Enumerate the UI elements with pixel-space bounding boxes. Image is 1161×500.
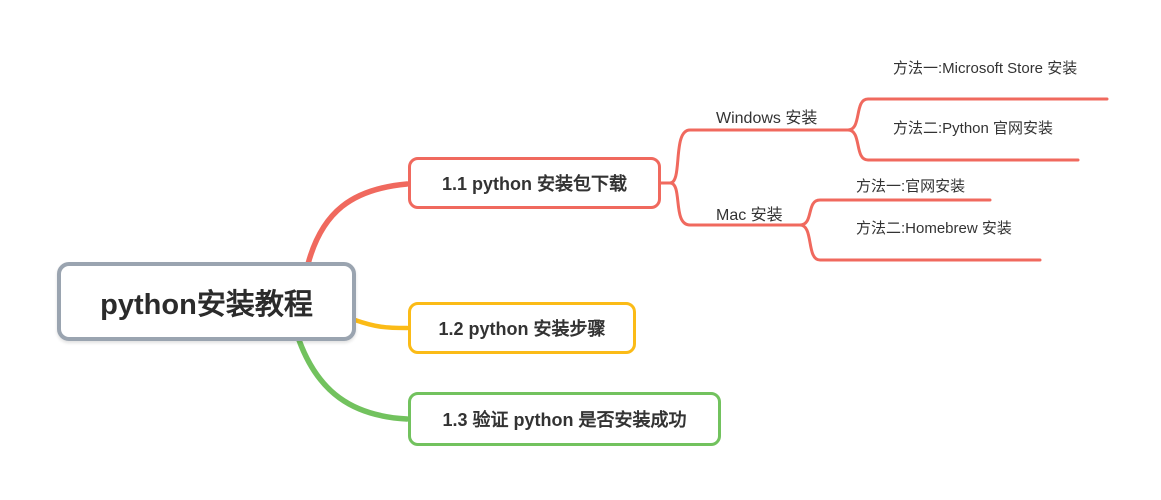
connector-mac-to-method1 <box>798 198 992 227</box>
branch-node-download[interactable]: 1.1 python 安装包下载 <box>408 157 661 209</box>
branch-node-steps-label: 1.2 python 安装步骤 <box>438 319 606 339</box>
connector-root-to-branch2 <box>352 317 410 331</box>
connector-windows-to-method1 <box>846 97 1109 132</box>
leaf-mac-method2[interactable]: 方法二:Homebrew 安装 <box>856 217 1012 238</box>
subtopic-windows-install-label: Windows 安装 <box>716 110 818 127</box>
branch-node-verify-label: 1.3 验证 python 是否安装成功 <box>442 410 687 430</box>
branch-node-verify[interactable]: 1.3 验证 python 是否安装成功 <box>408 392 721 446</box>
leaf-mac-method1-label: 方法一:官网安装 <box>856 178 966 195</box>
leaf-mac-method2-label: 方法二:Homebrew 安装 <box>856 220 1012 237</box>
connector-mac-to-method2 <box>798 223 1042 262</box>
leaf-windows-method2-label: 方法二:Python 官网安装 <box>893 120 1054 137</box>
leaf-mac-method1[interactable]: 方法一:官网安装 <box>856 175 965 196</box>
subtopic-mac-install[interactable]: Mac 安装 <box>716 201 783 225</box>
subtopic-windows-install[interactable]: Windows 安装 <box>716 104 817 128</box>
branch-node-steps[interactable]: 1.2 python 安装步骤 <box>408 302 636 354</box>
connector-windows-to-method2 <box>846 128 1080 162</box>
leaf-windows-method1[interactable]: 方法一:Microsoft Store 安装 <box>893 57 1077 78</box>
connector-branch1-to-mac <box>658 181 802 227</box>
root-topic-label: python安装教程 <box>100 288 313 321</box>
leaf-windows-method1-label: 方法一:Microsoft Store 安装 <box>893 60 1078 77</box>
root-topic-node[interactable]: python安装教程 <box>57 262 356 341</box>
subtopic-mac-install-label: Mac 安装 <box>716 207 783 224</box>
branch-node-download-label: 1.1 python 安装包下载 <box>441 174 627 194</box>
leaf-windows-method2[interactable]: 方法二:Python 官网安装 <box>893 117 1053 138</box>
connector-root-to-branch1 <box>305 181 410 267</box>
connector-branch1-to-windows <box>658 128 850 185</box>
connector-root-to-branch3 <box>296 337 410 422</box>
